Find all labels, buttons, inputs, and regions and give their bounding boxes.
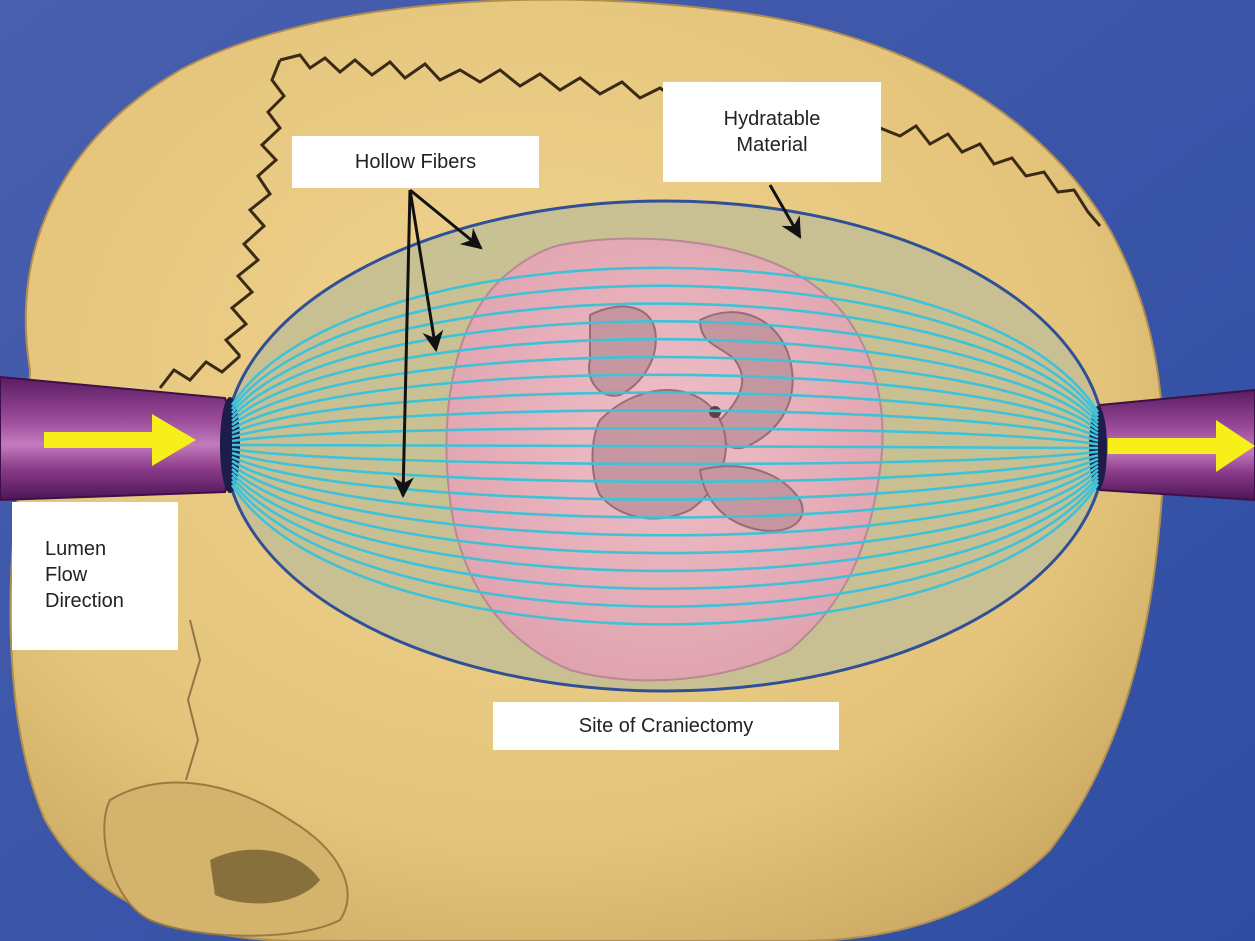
label-hydratable-text-2: Material: [736, 132, 807, 158]
label-lumen-text-1: Lumen: [45, 536, 178, 562]
label-site-of-craniectomy: Site of Craniectomy: [493, 702, 839, 750]
label-hydratable-material: Hydratable Material: [663, 82, 881, 182]
label-lumen-flow-direction: Lumen Flow Direction: [12, 502, 178, 650]
label-hollow-fibers-text: Hollow Fibers: [355, 149, 476, 175]
label-lumen-text-2: Flow: [45, 562, 178, 588]
label-lumen-text-3: Direction: [45, 588, 178, 614]
label-site-text: Site of Craniectomy: [579, 713, 754, 739]
label-hydratable-text-1: Hydratable: [724, 106, 821, 132]
label-hollow-fibers: Hollow Fibers: [292, 136, 539, 188]
